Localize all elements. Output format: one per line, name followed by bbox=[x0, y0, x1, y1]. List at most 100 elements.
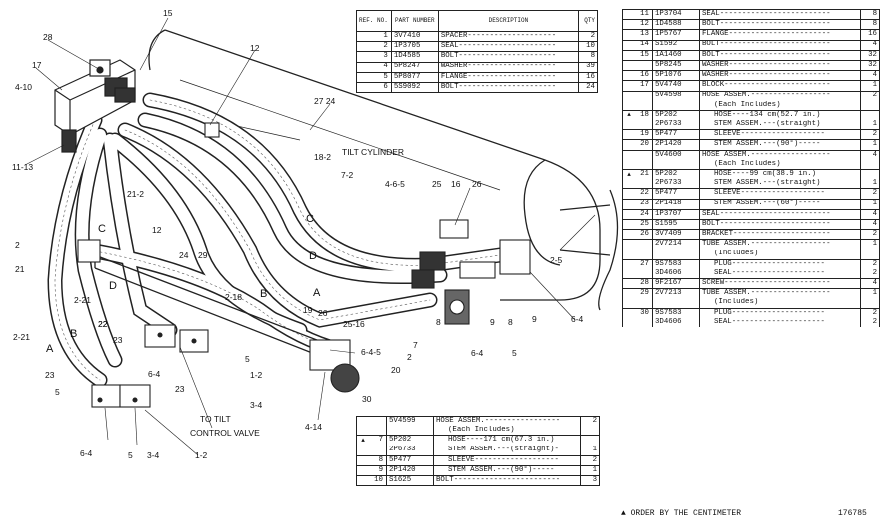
row-description: SCREW------------------------ bbox=[699, 278, 861, 289]
row-ref: 29 bbox=[635, 288, 653, 299]
row-part-number: 5P1076 bbox=[652, 70, 700, 81]
row-ref bbox=[635, 298, 653, 308]
hose-letter-B-left: B bbox=[70, 328, 77, 340]
row-mark bbox=[622, 258, 635, 269]
row-qty: 1 bbox=[860, 288, 880, 299]
row-part-number: 5P202 bbox=[652, 169, 700, 180]
callout: 1-2 bbox=[195, 450, 208, 460]
callout: 6-4 bbox=[571, 314, 584, 324]
row-ref: 4 bbox=[356, 61, 392, 73]
row-qty bbox=[580, 435, 600, 446]
row-part-number: 2P6733 bbox=[652, 120, 700, 130]
callout: 2-21 bbox=[74, 295, 91, 305]
callout: 16 bbox=[451, 179, 461, 189]
callout: 17 bbox=[32, 60, 42, 70]
callout: 23 bbox=[113, 335, 123, 345]
row-qty: 2 bbox=[860, 129, 880, 140]
row-ref: 19 bbox=[635, 129, 653, 140]
row-mark bbox=[622, 29, 635, 41]
row-ref bbox=[635, 239, 653, 250]
row-qty: 2 bbox=[860, 90, 880, 101]
row-part-number: 3V7409 bbox=[652, 229, 700, 240]
hose-letter-C-left: C bbox=[98, 223, 106, 235]
callout: 7 bbox=[413, 340, 418, 350]
row-qty: 2 bbox=[860, 268, 880, 279]
row-part-number: 5V4599 bbox=[386, 416, 434, 427]
callout: 2-5 bbox=[550, 255, 563, 265]
row-ref bbox=[635, 179, 653, 189]
row-ref: 14 bbox=[635, 39, 653, 51]
row-qty: 2 bbox=[580, 454, 600, 466]
row-description: PLUG--------------------- bbox=[699, 307, 861, 318]
row-qty: 4 bbox=[860, 208, 880, 220]
row-ref: 21 bbox=[635, 169, 653, 180]
callout: 6-4 bbox=[148, 369, 161, 379]
row-mark bbox=[623, 160, 636, 170]
row-part-number bbox=[652, 249, 700, 260]
header-qty: QTY bbox=[578, 10, 598, 32]
row-qty: 2 bbox=[860, 229, 880, 240]
row-ref: 17 bbox=[635, 80, 653, 91]
row-mark bbox=[623, 250, 636, 260]
callout: 6-4-5 bbox=[361, 347, 381, 357]
row-ref: 2 bbox=[356, 41, 392, 52]
row-description: BOLT------------------------- bbox=[699, 39, 861, 51]
row-part-number: 9S7583 bbox=[652, 258, 700, 269]
callout: 23 bbox=[175, 384, 185, 394]
row-description: HOSE ASSEM.------------------ bbox=[699, 149, 861, 160]
row-description: SLEEVE------------------- bbox=[433, 454, 581, 466]
row-part-number: 2P1420 bbox=[652, 139, 700, 151]
row-qty: 2 bbox=[578, 30, 598, 42]
row-mark: ▲ bbox=[622, 109, 635, 121]
manifold-block bbox=[54, 59, 136, 153]
row-qty: 4 bbox=[860, 39, 880, 51]
row-description: BLOCK------------------------ bbox=[699, 80, 861, 91]
row-description: SEAL------------------------- bbox=[699, 208, 861, 220]
row-ref bbox=[635, 250, 653, 260]
row-mark bbox=[622, 218, 635, 230]
row-mark bbox=[622, 278, 635, 289]
row-mark bbox=[356, 416, 369, 427]
callout: 2 bbox=[407, 352, 412, 362]
row-part-number: 3D4606 bbox=[652, 317, 700, 327]
row-mark bbox=[622, 90, 635, 101]
row-ref: 6 bbox=[356, 81, 392, 93]
row-qty: 8 bbox=[860, 19, 880, 30]
row-description: SEAL--------------------- bbox=[699, 317, 861, 327]
row-ref: 5 bbox=[356, 71, 392, 83]
row-mark bbox=[622, 198, 635, 210]
row-part-number: 2P6733 bbox=[386, 445, 434, 456]
row-part-number: 5V4598 bbox=[652, 90, 700, 101]
row-mark bbox=[622, 139, 635, 151]
row-ref: 1 bbox=[356, 30, 392, 42]
row-qty: 16 bbox=[860, 29, 880, 41]
row-mark bbox=[622, 70, 635, 81]
row-qty: 1 bbox=[580, 464, 600, 476]
row-ref: 24 bbox=[635, 208, 653, 220]
row-description: STEM ASSEM.---(60°)----- bbox=[699, 198, 861, 210]
row-description: FLANGE-------------------- bbox=[437, 71, 579, 83]
row-mark bbox=[622, 8, 635, 20]
row-description: HOSE----99 cm(38.9 in.) bbox=[699, 169, 861, 180]
row-part-number: 5P477 bbox=[652, 129, 700, 140]
row-description: BOLT------------------------ bbox=[433, 475, 581, 486]
row-part-number: 5P477 bbox=[386, 454, 434, 466]
row-qty: 8 bbox=[578, 51, 598, 63]
